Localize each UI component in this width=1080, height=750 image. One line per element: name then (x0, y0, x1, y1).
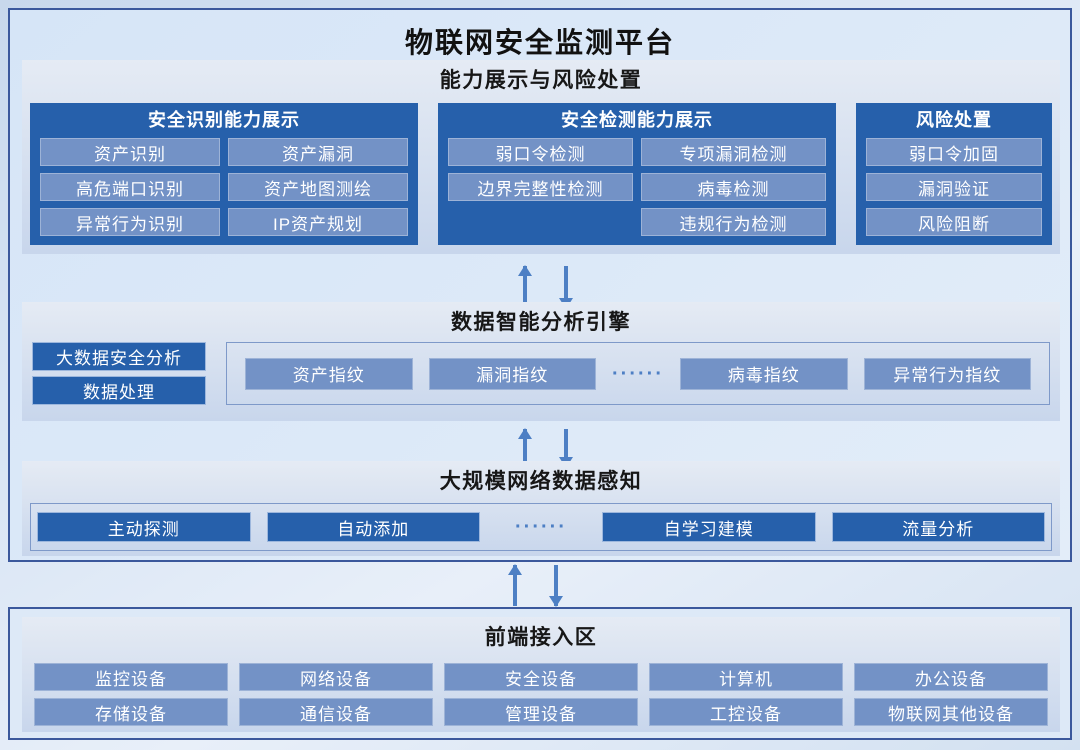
engine-side-column: 大数据安全分析 数据处理 (32, 342, 206, 405)
capability-item: 专项漏洞检测 (641, 138, 826, 166)
device-grid: 监控设备 网络设备 安全设备 计算机 办公设备 存储设备 通信设备 管理设备 工… (22, 652, 1060, 726)
panel-title-disposal: 风险处置 (916, 110, 992, 130)
arrow-down-icon (554, 565, 558, 606)
arrow-up-icon (523, 266, 527, 308)
section-frontend-access: 前端接入区 监控设备 网络设备 安全设备 计算机 办公设备 存储设备 通信设备 … (22, 617, 1060, 732)
capability-item: 边界完整性检测 (448, 173, 633, 201)
capability-item: 弱口令检测 (448, 138, 633, 166)
capability-item: 资产识别 (40, 138, 220, 166)
perception-section-header: 大规模网络数据感知 (439, 470, 643, 493)
ellipsis-dots: ······ (612, 362, 664, 385)
capability-item: IP资产规划 (228, 208, 408, 236)
ellipsis-dots: ······ (515, 516, 567, 538)
capability-item: 违规行为检测 (641, 208, 826, 236)
capability-item: 资产地图测绘 (228, 173, 408, 201)
arrow-pair-engine-perception (523, 429, 568, 467)
perception-item: 自学习建模 (602, 512, 816, 542)
device-item: 工控设备 (649, 698, 843, 726)
perception-container: 主动探测 自动添加 ······ 自学习建模 流量分析 (30, 503, 1052, 551)
identification-items-grid: 资产识别 资产漏洞 高危端口识别 资产地图测绘 异常行为识别 IP资产规划 (40, 138, 408, 236)
device-item: 管理设备 (444, 698, 638, 726)
capability-item: 资产漏洞 (228, 138, 408, 166)
device-item: 安全设备 (444, 663, 638, 691)
panel-risk-disposal: 风险处置 弱口令加固 漏洞验证 风险阻断 (856, 103, 1052, 245)
arrow-down-icon (564, 266, 568, 308)
device-item: 办公设备 (854, 663, 1048, 691)
main-platform-box: 物联网安全监测平台 能力展示与风险处置 安全识别能力展示 资产识别 资产漏洞 高… (8, 8, 1072, 562)
device-item: 计算机 (649, 663, 843, 691)
page-title: 物联网安全监测平台 (404, 27, 675, 58)
detection-items-grid: 弱口令检测 专项漏洞检测 边界完整性检测 病毒检测 违规行为检测 (448, 138, 826, 236)
perception-item: 主动探测 (37, 512, 251, 542)
section-capability-display: 能力展示与风险处置 安全识别能力展示 资产识别 资产漏洞 高危端口识别 资产地图… (22, 60, 1060, 254)
section-data-perception: 大规模网络数据感知 主动探测 自动添加 ······ 自学习建模 流量分析 (22, 461, 1060, 556)
engine-content: 大数据安全分析 数据处理 资产指纹 漏洞指纹 ······ 病毒指纹 异常行为指… (22, 337, 1060, 405)
fingerprint-container: 资产指纹 漏洞指纹 ······ 病毒指纹 异常行为指纹 (226, 342, 1050, 405)
empty-cell (448, 208, 633, 236)
disposal-items-grid: 弱口令加固 漏洞验证 风险阻断 (866, 138, 1042, 236)
device-item: 通信设备 (239, 698, 433, 726)
capability-section-header: 能力展示与风险处置 (439, 69, 643, 92)
capability-item: 病毒检测 (641, 173, 826, 201)
arrow-up-icon (513, 565, 517, 606)
engine-side-item: 大数据安全分析 (32, 342, 206, 371)
panel-title-detection: 安全检测能力展示 (561, 110, 713, 130)
capability-item: 弱口令加固 (866, 138, 1042, 166)
device-item: 物联网其他设备 (854, 698, 1048, 726)
device-item: 存储设备 (34, 698, 228, 726)
panel-security-detection: 安全检测能力展示 弱口令检测 专项漏洞检测 边界完整性检测 病毒检测 违规行为检… (438, 103, 836, 245)
capability-item: 高危端口识别 (40, 173, 220, 201)
capability-item: 异常行为识别 (40, 208, 220, 236)
arrow-down-icon (564, 429, 568, 467)
capability-panels-row: 安全识别能力展示 资产识别 资产漏洞 高危端口识别 资产地图测绘 异常行为识别 … (22, 95, 1060, 245)
arrow-pair-perception-frontend (513, 565, 558, 606)
device-item: 监控设备 (34, 663, 228, 691)
arrow-pair-capability-engine (523, 266, 568, 308)
engine-section-header: 数据智能分析引擎 (451, 311, 631, 334)
frontend-section-header: 前端接入区 (484, 626, 598, 649)
capability-item: 风险阻断 (866, 208, 1042, 236)
capability-item: 漏洞验证 (866, 173, 1042, 201)
arrow-up-icon (523, 429, 527, 467)
panel-security-identification: 安全识别能力展示 资产识别 资产漏洞 高危端口识别 资产地图测绘 异常行为识别 … (30, 103, 418, 245)
perception-item: 流量分析 (831, 512, 1045, 542)
perception-item: 自动添加 (266, 512, 480, 542)
fingerprint-item: 漏洞指纹 (428, 357, 596, 390)
fingerprint-item: 资产指纹 (245, 357, 413, 390)
device-item: 网络设备 (239, 663, 433, 691)
engine-side-item: 数据处理 (32, 376, 206, 405)
frontend-access-box: 前端接入区 监控设备 网络设备 安全设备 计算机 办公设备 存储设备 通信设备 … (8, 607, 1072, 740)
panel-title-identification: 安全识别能力展示 (148, 110, 300, 130)
fingerprint-item: 异常行为指纹 (863, 357, 1031, 390)
fingerprint-item: 病毒指纹 (680, 357, 848, 390)
section-analysis-engine: 数据智能分析引擎 大数据安全分析 数据处理 资产指纹 漏洞指纹 ······ 病… (22, 302, 1060, 421)
